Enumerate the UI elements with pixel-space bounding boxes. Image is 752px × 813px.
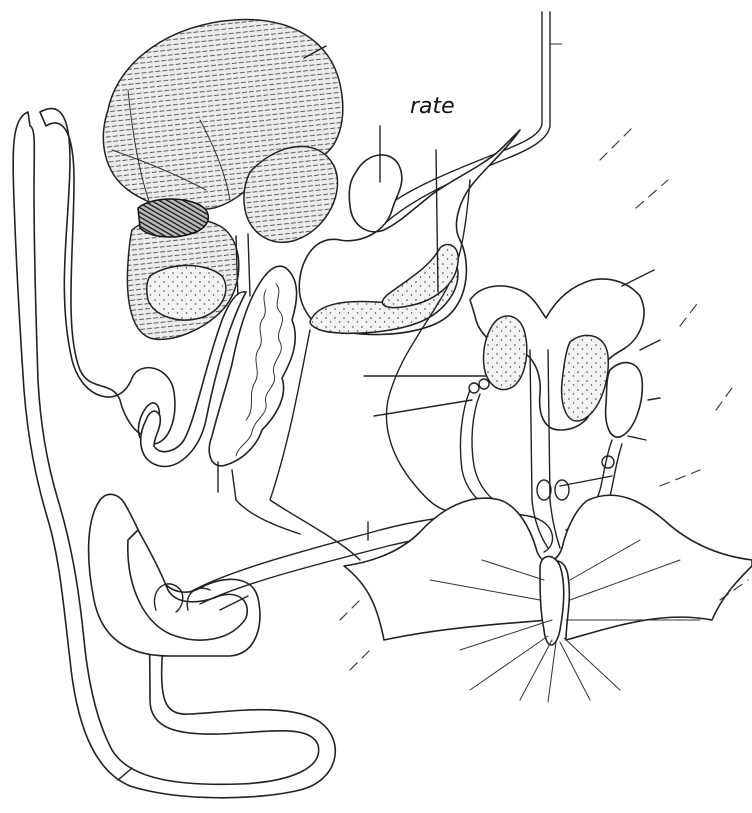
gallbladder-dark xyxy=(138,199,208,237)
right-side-dotted-lobe xyxy=(606,363,643,438)
small-oval-1 xyxy=(537,480,551,500)
oviduct-coil-1 xyxy=(469,383,479,393)
rate-label: rate xyxy=(410,94,455,119)
liver-inner-lobe xyxy=(147,266,226,320)
central-keel xyxy=(540,556,564,645)
right-ovary xyxy=(562,335,609,421)
mesentery-line xyxy=(218,462,300,534)
oviduct-coil-3 xyxy=(602,456,614,468)
oviduct-left xyxy=(460,390,500,514)
small-oval-2 xyxy=(555,480,569,500)
oviduct-left-2 xyxy=(472,394,506,508)
oviduct-coil-2 xyxy=(479,379,489,389)
